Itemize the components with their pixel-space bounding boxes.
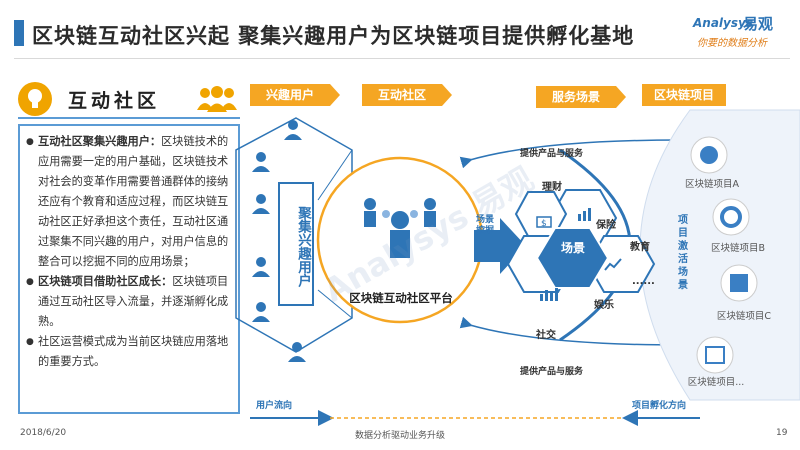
lightbulb-icon [18,82,52,116]
scene-more: ...... [632,276,655,287]
tag-projects: 区块链项目 [642,84,726,106]
logo-tagline: 你要的数据分析 [697,38,767,49]
scene-mining-label: 场景挖掘 [476,215,495,236]
project-c-icon [720,264,758,306]
list-item: 互动社区聚集兴趣用户：区块链技术的应用需要一定的用户基础，区块链技术对社会的变革… [26,132,230,272]
business-people-icon [350,190,450,274]
page-title: 区块链互动社区兴起 聚集兴趣用户为区块链项目提供孵化基地 [32,24,635,48]
project-flow-label: 项目孵化方向 [632,401,687,411]
chart-icon [576,206,594,226]
connector-line [317,289,353,319]
logo-english: Analysys [693,16,753,30]
user-flow-label: 用户流向 [256,401,293,411]
scene-social: 社交 [536,330,556,341]
tag-arrow [330,84,340,106]
provide-bottom-label: 提供产品与服务 [520,367,584,377]
tag-arrow [442,84,452,106]
project-more-label: 区块链项目... [687,377,745,388]
scene-insurance: 保险 [596,220,616,231]
section-underline [18,117,240,119]
brand-logo: Analysys 易观 你要的数据分析 [693,15,793,58]
logo-chinese: 易观 [743,15,774,33]
section-title: 互动社区 [68,90,161,112]
flow-arc-bottom [459,316,681,346]
project-a-label: 区块链项目A [685,179,739,190]
tag-service-scene: 服务场景 [536,86,616,108]
project-c-label: 区块链项目C [716,311,772,322]
project-more-icon [696,336,734,378]
gather-users-label: 聚集兴趣用户 [278,182,314,306]
section-header: 互动社区 [18,82,237,116]
scene-center-hex [535,227,610,289]
tag-arrow [616,86,626,108]
user-icon [250,192,272,218]
scene-finance: 理财 [542,182,562,193]
header-divider [14,58,790,59]
svg-text:$: $ [541,219,547,229]
description-box: 互动社区聚集兴趣用户：区块链技术的应用需要一定的用户基础，区块链技术对社会的变革… [18,124,240,414]
list-item: 区块链项目借助社区成长：区块链项目通过互动社区导入流量，并逐渐孵化成熟。 [26,272,230,332]
project-b-icon [712,198,750,240]
group-people-icon [196,86,238,116]
incubation-scene-label: 项目激活场景 [678,215,688,291]
footer-date: 2018/6/20 [20,428,67,438]
project-a-icon [690,136,728,178]
user-icon [250,150,272,176]
project-b-label: 区块链项目B [710,243,766,254]
tag-community: 互动社区 [362,84,442,106]
scene-center-label: 场景 [560,241,585,255]
money-icon: $ [536,214,552,234]
page-number: 19 [776,428,788,438]
user-icon [250,255,272,281]
trend-icon [604,256,622,276]
user-icon [282,118,304,144]
scene-entertainment: 娱乐 [594,300,614,311]
user-icon [286,340,308,366]
connector-line [317,149,353,201]
list-item: 社区运营模式成为当前区块链应用落地的重要方式。 [26,332,230,372]
bar-chart-icon [538,286,560,306]
footer-center: 数据分析驱动业务升级 [355,431,446,441]
title-accent-bar [14,20,24,46]
platform-label: 区块链互动社区平台 [349,291,453,305]
scene-education: 教育 [630,242,650,253]
flow-arc-top [459,139,681,169]
tag-interest-users: 兴趣用户 [250,84,330,106]
user-icon [250,300,272,326]
provide-top-label: 提供产品与服务 [520,149,584,159]
